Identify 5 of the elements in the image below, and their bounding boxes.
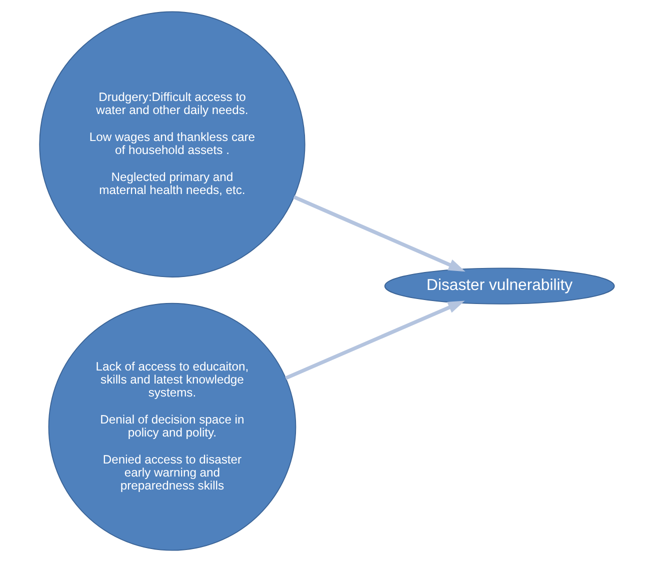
arrow xyxy=(284,300,465,380)
node-ellipse: Disaster vulnerability xyxy=(384,268,615,304)
node-circle: Lack of access to educaiton, skills and latest knowledge systems. Denial of decision space in policy and polity. Denied access to disaster early warning and preparedness skills xyxy=(48,302,296,551)
node-circle: Drudgery:Difficult access to water and other daily needs. Low wages and thankless care of household assets . Neglected primary and maternal health needs, etc. xyxy=(39,11,306,278)
arrow xyxy=(293,195,466,272)
